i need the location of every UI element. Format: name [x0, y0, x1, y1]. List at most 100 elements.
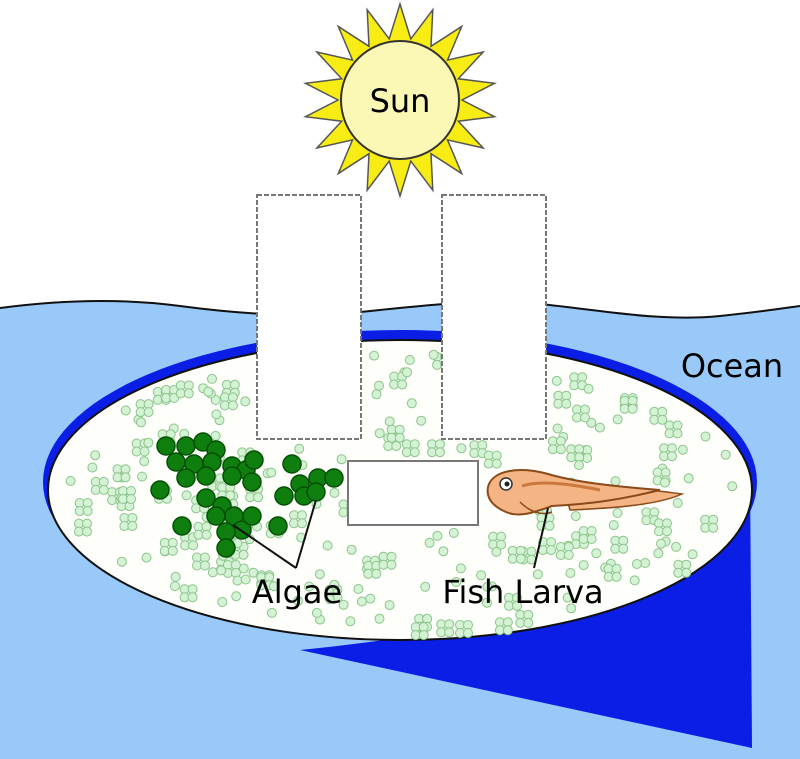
- small-algae-cell: [583, 383, 594, 394]
- small-algae-cell: [297, 518, 307, 529]
- small-algae-cell: [611, 571, 622, 582]
- small-algae-cell: [139, 446, 150, 457]
- small-algae-cell: [482, 597, 492, 608]
- small-algae-cell: [216, 565, 227, 576]
- small-algae-cell: [708, 522, 719, 533]
- small-algae-cell: [240, 396, 251, 407]
- small-algae-cell: [181, 490, 192, 501]
- small-algae-cell: [266, 607, 277, 618]
- small-algae-cell: [201, 529, 212, 540]
- small-algae-cell: [293, 595, 303, 606]
- small-algae-cell: [210, 430, 221, 441]
- small-algae-cell: [82, 506, 93, 516]
- algae-cell: [206, 506, 226, 526]
- small-algae-cell: [294, 443, 305, 454]
- algae-cell: [176, 436, 196, 456]
- small-algae-cell: [409, 447, 420, 458]
- small-algae-cell: [448, 527, 459, 538]
- small-algae-cell: [672, 498, 683, 508]
- shadow-cone: [300, 344, 752, 748]
- small-algae-cell: [667, 451, 677, 462]
- small-algae-cell: [143, 437, 154, 448]
- small-algae-cell: [82, 526, 92, 537]
- small-algae-cell: [563, 550, 574, 560]
- left-blocker: [256, 194, 362, 440]
- small-algae-cell: [438, 546, 449, 557]
- small-algae-cell: [402, 367, 412, 378]
- algae-cell: [166, 452, 186, 472]
- small-algae-cell: [136, 417, 146, 428]
- small-algae-cell: [391, 441, 402, 451]
- small-algae-cell: [397, 379, 408, 390]
- small-algae-cell: [594, 422, 605, 433]
- larva-leader-line: [533, 507, 549, 569]
- algae-cell: [196, 466, 216, 486]
- small-algae-cell: [515, 553, 526, 564]
- small-algae-cell: [586, 417, 597, 428]
- small-algae-cell: [227, 400, 238, 411]
- small-algae-cell: [120, 472, 131, 483]
- small-algae-cell: [570, 511, 581, 522]
- small-algae-cell: [314, 569, 325, 580]
- small-algae-cell: [618, 543, 629, 554]
- ocean-label: Ocean: [681, 347, 783, 385]
- algae-label: Algae: [252, 573, 342, 611]
- small-algae-cell: [432, 530, 443, 541]
- small-algae-cell: [336, 454, 347, 465]
- small-algae-cell: [200, 560, 210, 571]
- small-algae-cell: [687, 549, 698, 560]
- algae-cell: [172, 516, 192, 536]
- small-algae-cell: [126, 494, 136, 504]
- small-algae-cell: [127, 521, 138, 531]
- small-algae-cell: [456, 443, 467, 454]
- algae-cell: [306, 482, 326, 502]
- small-algae-cell: [565, 568, 576, 578]
- small-algae-cell: [322, 540, 333, 551]
- small-algae-cell: [566, 603, 577, 614]
- small-algae-cell: [169, 393, 180, 403]
- small-algae-cell: [65, 476, 76, 486]
- small-algae-cell: [120, 405, 131, 416]
- small-algae-cell: [203, 386, 214, 397]
- small-algae-cell: [232, 575, 243, 586]
- small-algae-cell: [374, 613, 385, 624]
- small-algae-cell: [170, 571, 181, 582]
- small-algae-cell: [544, 520, 555, 531]
- small-algae-cell: [329, 579, 340, 590]
- small-algae-cell: [552, 423, 563, 434]
- small-algae-cell: [420, 581, 431, 592]
- algae-cell: [242, 472, 262, 492]
- small-algae-cell: [672, 428, 683, 439]
- algae-cell: [324, 468, 344, 488]
- algae-cell: [274, 486, 294, 506]
- small-algae-cell: [324, 594, 335, 605]
- small-algae-cell: [353, 584, 364, 594]
- small-algae-cell: [561, 398, 572, 409]
- sun-disc: [340, 40, 460, 160]
- small-algae-cell: [374, 428, 385, 439]
- algae-leader-lines: [232, 499, 317, 569]
- small-algae-cell: [683, 473, 694, 484]
- algae-cell: [282, 454, 302, 474]
- small-algae-cell: [656, 538, 666, 549]
- small-algae-cell: [612, 508, 623, 518]
- small-algae-cell: [187, 592, 198, 603]
- small-algae-cell: [555, 444, 566, 455]
- small-algae-cell: [523, 617, 534, 628]
- small-algae-cell: [338, 599, 349, 610]
- larva-body: [486, 469, 661, 516]
- small-algae-cell: [253, 492, 264, 503]
- algae-cell: [222, 466, 242, 486]
- small-algae-cell: [580, 412, 590, 423]
- small-algae-cell: [653, 548, 664, 559]
- center-blocker: [347, 460, 479, 526]
- small-algae-cell: [404, 355, 415, 365]
- small-algae-cell: [365, 593, 376, 604]
- algae-cell: [156, 436, 176, 456]
- small-algae-cell: [90, 450, 101, 461]
- small-algae-cell: [700, 431, 711, 442]
- small-algae-cell: [207, 373, 217, 384]
- small-algae-cell: [167, 545, 178, 556]
- algae-cell: [196, 488, 216, 508]
- small-algae-cell: [532, 569, 543, 580]
